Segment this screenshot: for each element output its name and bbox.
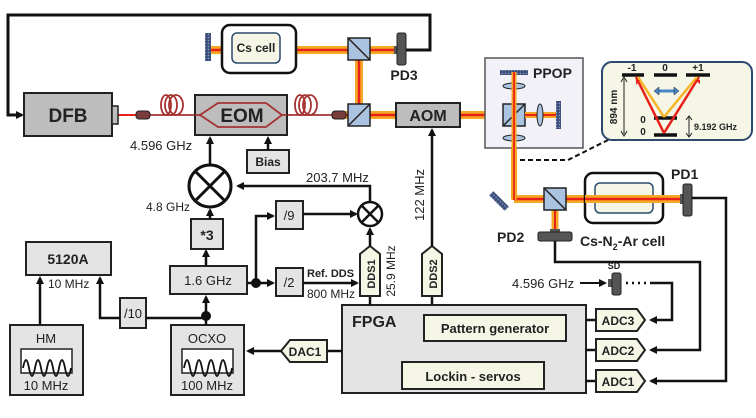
pd2-to-adc2-wire (553, 241, 702, 354)
div2-label: /2 (284, 275, 295, 290)
dds-mix-freq-label: 203.7 MHz (306, 170, 369, 185)
adc3-label: ADC3 (602, 314, 635, 328)
junction-node (251, 278, 261, 288)
div9-label: /9 (284, 208, 295, 223)
pattern-generator-label: Pattern generator (441, 321, 549, 336)
ppop-label: PPOP (533, 65, 572, 81)
fiber (150, 94, 336, 116)
lower-level-upper: 0 (640, 115, 646, 126)
dfb-label: DFB (48, 106, 87, 127)
sd-detector (608, 272, 622, 296)
dac1: DAC1 (279, 339, 328, 363)
beam-splitter-top (347, 37, 371, 61)
divider-9: /9 (275, 200, 304, 230)
ocxo-label: OCXO (188, 331, 226, 346)
fpga: FPGA Pattern generator Lockin - servos (341, 304, 587, 394)
synth-1-6ghz: 1.6 GHz (169, 265, 248, 295)
ocxo: OCXO 100 MHz (170, 324, 245, 396)
counter-input-freq: 10 MHz (48, 277, 89, 291)
mixer-to-main-mixer-wire (236, 182, 372, 202)
lockin-servos (401, 361, 545, 390)
dds1-label: DDS1 (366, 259, 378, 288)
div10-label: /10 (124, 306, 142, 321)
sd-to-adc3-wire (649, 281, 674, 324)
counter-label: 5120A (47, 251, 88, 267)
div10-to-counter-wire (96, 276, 120, 320)
adc3: ADC3 (595, 308, 647, 332)
hydrogen-maser: HM 10 MHz (9, 324, 84, 396)
pd3-detector (394, 32, 407, 66)
energy-level-inset: -1 0 +1 0 0 894 nm 9.192 GHz (601, 61, 753, 141)
divider-10: /10 (119, 297, 147, 329)
multiplier-x3: *3 (190, 218, 224, 250)
fiber-coupler-out (331, 110, 347, 120)
splitting-label: 9.192 GHz (694, 122, 738, 132)
dac1-label: DAC1 (289, 345, 322, 359)
cs-cell-label: Cs cell (237, 41, 276, 55)
dds2-output-freq: 122 MHz (412, 169, 427, 221)
hm-freq-label: 10 MHz (24, 378, 69, 393)
dfb-laser: DFB (23, 92, 119, 137)
sd-label: SD (608, 261, 621, 271)
callout-dashed-line (520, 137, 613, 161)
hm-label: HM (36, 331, 56, 346)
beam-splitter-main (347, 103, 371, 127)
bias-box: Bias (246, 149, 290, 174)
level-minus1: -1 (628, 63, 637, 74)
pd1-label: PD1 (671, 166, 698, 182)
pd3-label: PD3 (390, 67, 417, 83)
mixer-dds (356, 200, 384, 228)
dds2: DDS2 (421, 244, 443, 297)
pattern-generator (423, 314, 567, 342)
cs-cell: Cs cell (220, 23, 298, 75)
sine-wave-icon (22, 359, 72, 377)
dds2-label: DDS2 (428, 259, 440, 288)
synth-label: 1.6 GHz (184, 273, 232, 288)
counter-5120a: 5120A (25, 241, 112, 276)
ref-freq-label: 800 MHz (307, 287, 355, 301)
wavelength-label: 894 nm (609, 90, 620, 125)
ref-dds-label: Ref. DDS (307, 268, 354, 280)
mixer-main (187, 163, 233, 209)
ppop: PPOP (484, 57, 584, 200)
pd3-feedback-wire (6, 13, 432, 119)
dds1: DDS1 (359, 244, 381, 297)
cs-n2-ar-cell-label: Cs-N2-Ar cell (580, 233, 665, 252)
pd2-label: PD2 (497, 229, 524, 245)
eom: EOM (194, 94, 288, 136)
multiplier-label: *3 (200, 227, 213, 243)
cs-n2-ar-cell (583, 171, 686, 225)
pd1-detector (680, 183, 693, 217)
fiber-coupler-in (135, 110, 151, 120)
fpga-label: FPGA (352, 314, 397, 331)
divider-2: /2 (275, 267, 304, 297)
turning-mirror (489, 191, 509, 211)
eom-label: EOM (220, 106, 263, 127)
pd2-detector (537, 229, 573, 242)
level-0: 0 (662, 63, 668, 74)
adc2: ADC2 (595, 338, 647, 362)
mult-output-freq: 4.8 GHz (146, 200, 190, 214)
mixer-output-freq: 4.596 GHz (130, 138, 192, 153)
aom: AOM (395, 102, 461, 128)
lower-level-lower: 0 (640, 127, 646, 138)
sd-input-label: 4.596 GHz (512, 276, 574, 291)
pd1-to-adc1-wire (649, 196, 728, 385)
beam-splitter-bottom (543, 187, 567, 211)
synth-to-div9-wire (254, 212, 275, 283)
aom-label: AOM (409, 108, 446, 125)
adc1: ADC1 (595, 369, 647, 393)
cs-cell-mirror (205, 33, 211, 61)
lockin-servos-label: Lockin - servos (425, 369, 520, 384)
level-plus1: +1 (692, 63, 704, 74)
bias-label: Bias (255, 155, 281, 169)
adc2-label: ADC2 (602, 344, 635, 358)
dds1-output-freq: 25.9 MHz (384, 245, 398, 296)
junction-node (201, 311, 211, 321)
ocxo-freq-label: 100 MHz (181, 378, 233, 393)
sine-wave-icon (183, 359, 233, 377)
adc1-label: ADC1 (602, 375, 635, 389)
